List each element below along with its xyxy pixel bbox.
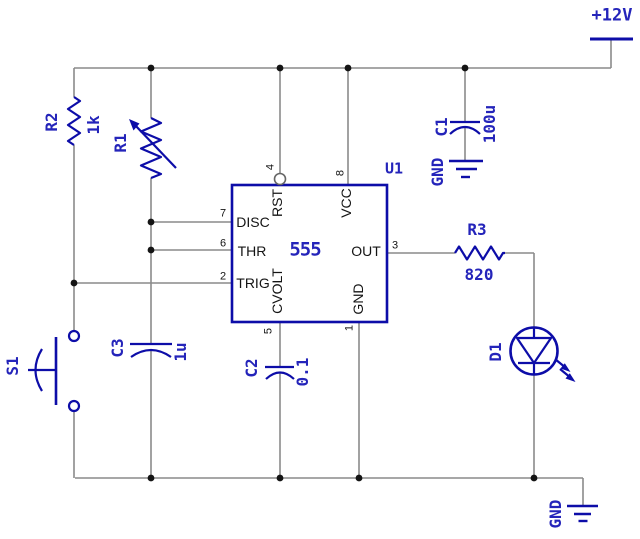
r2-value-label: 1k (84, 115, 103, 135)
pin-name-rst: RST (269, 189, 285, 217)
vcc-rail-label: +12V (591, 5, 633, 26)
pin-name-thr: THR (237, 243, 267, 259)
junction-dots (70, 64, 538, 482)
pin-num-7: 7 (219, 207, 227, 220)
pin-num-4: 4 (264, 163, 277, 171)
c1-value-label: 100u (480, 104, 499, 144)
s1-refdes-label: S1 (3, 356, 22, 376)
pin-num-1: 1 (343, 324, 356, 332)
capacitor-c3-symbol (130, 342, 172, 358)
pin-num-2: 2 (219, 270, 227, 283)
pin-num-6: 6 (219, 237, 227, 250)
c1-refdes-label: C1 (432, 117, 451, 137)
pin-num-3: 3 (391, 239, 399, 252)
pin-name-out: OUT (351, 243, 381, 259)
pin-num-5: 5 (262, 327, 275, 335)
ic-refdes-label: U1 (384, 159, 404, 178)
resistor-r3-symbol (454, 245, 505, 261)
ground-symbol-bottom (567, 504, 598, 523)
pin-name-cvolt: CVOLT (269, 268, 285, 314)
ic-555-body (230, 172, 389, 324)
pin-name-disc: DISC (236, 214, 270, 230)
ic-part-label: 555 (289, 238, 321, 261)
d1-refdes-label: D1 (486, 342, 505, 362)
r1-arrowhead (129, 119, 140, 131)
pin-name-vcc: VCC (338, 188, 354, 218)
r1-refdes-label: R1 (111, 133, 130, 153)
bottom-ground-label: GND (546, 499, 565, 529)
reset-inversion-bubble (273, 172, 287, 186)
led-light-arrows (554, 358, 576, 382)
r3-value-label: 820 (464, 265, 494, 284)
pin-name-gnd: GND (350, 283, 366, 315)
ground-symbol-c1 (449, 159, 483, 179)
c3-value-label: 1u (171, 342, 190, 362)
capacitor-c2-symbol (265, 365, 295, 380)
resistor-r2-symbol (66, 96, 82, 146)
led-d1-symbol (509, 326, 576, 382)
r2-refdes-label: R2 (42, 112, 61, 132)
c2-value-label: 0.1 (293, 357, 312, 387)
pushbutton-s1-symbol (28, 329, 81, 413)
pin-num-8: 8 (334, 169, 347, 177)
pin-name-trig: TRIG (236, 275, 270, 291)
c3-refdes-label: C3 (108, 338, 127, 358)
capacitor-c1-symbol (449, 120, 481, 135)
c2-refdes-label: C2 (242, 358, 261, 378)
variable-resistor-r1-symbol (129, 117, 177, 180)
c1-ground-label: GND (428, 157, 447, 187)
r3-refdes-label: R3 (467, 220, 487, 239)
